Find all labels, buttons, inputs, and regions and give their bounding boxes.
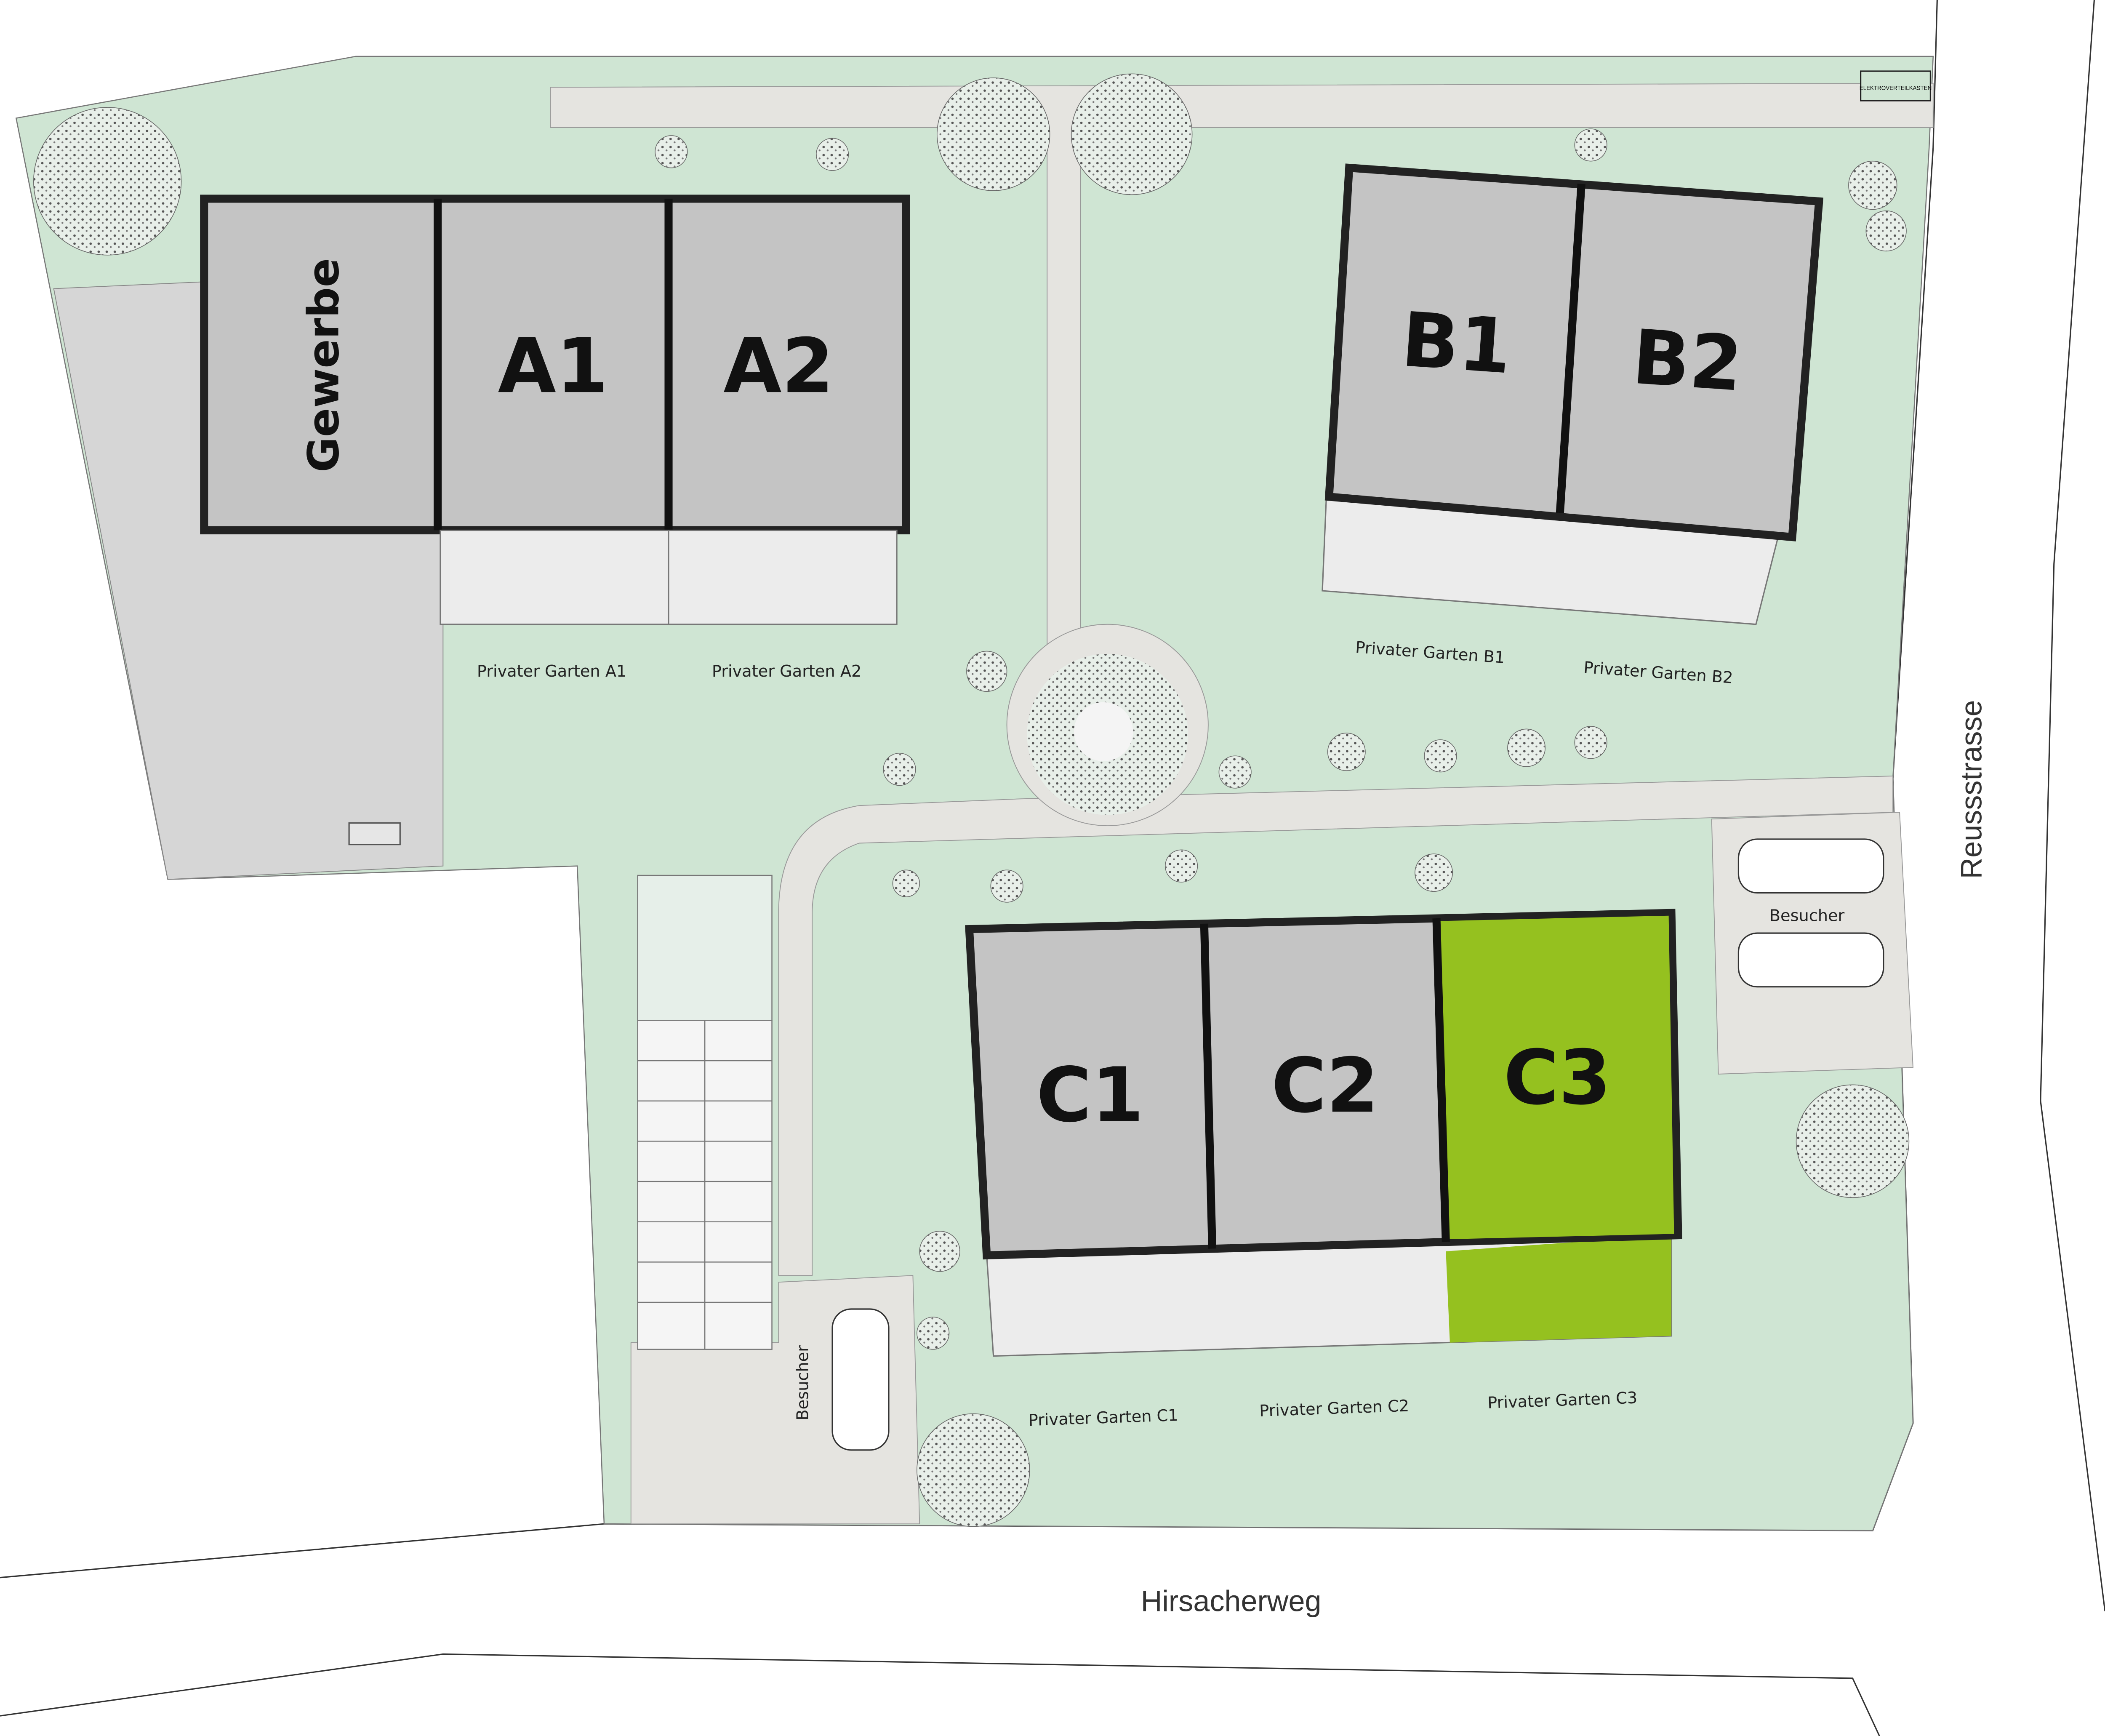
carport: [637, 875, 773, 1350]
building-label-b2[interactable]: B2: [1630, 314, 1745, 409]
building-a: [200, 195, 910, 625]
trees: [33, 73, 1910, 1527]
manhole: [348, 822, 401, 845]
street-label-hirsacherweg: Hirsacherweg: [1141, 1584, 1322, 1617]
building-label-c1[interactable]: C1: [1037, 1052, 1144, 1139]
building-label-b1[interactable]: B1: [1399, 296, 1514, 391]
fountain: [1074, 702, 1133, 761]
building-label-gewerbe[interactable]: Gewerbe: [299, 258, 349, 472]
building-label-a1[interactable]: A1: [498, 323, 608, 410]
utility-box-label: ELEKTROVERTEILKASTEN: [1860, 85, 1932, 91]
street-label-reussstrasse: Reussstrasse: [1955, 700, 1988, 879]
building-label-c3[interactable]: C3: [1503, 1034, 1611, 1122]
building-c: [965, 909, 1682, 1357]
building-b: [1322, 163, 1824, 625]
building-label-c2[interactable]: C2: [1271, 1042, 1379, 1130]
visitor-parking-label-west: Besucher: [794, 1345, 813, 1421]
garden-label-a1: Privater Garten A1: [477, 662, 626, 681]
garden-label-a2: Privater Garten A2: [712, 662, 861, 681]
visitor-cars: [831, 838, 1884, 1451]
visitor-parking-label-east: Besucher: [1769, 906, 1845, 925]
building-label-a2[interactable]: A2: [723, 323, 834, 410]
utility-box: [1860, 70, 1932, 101]
